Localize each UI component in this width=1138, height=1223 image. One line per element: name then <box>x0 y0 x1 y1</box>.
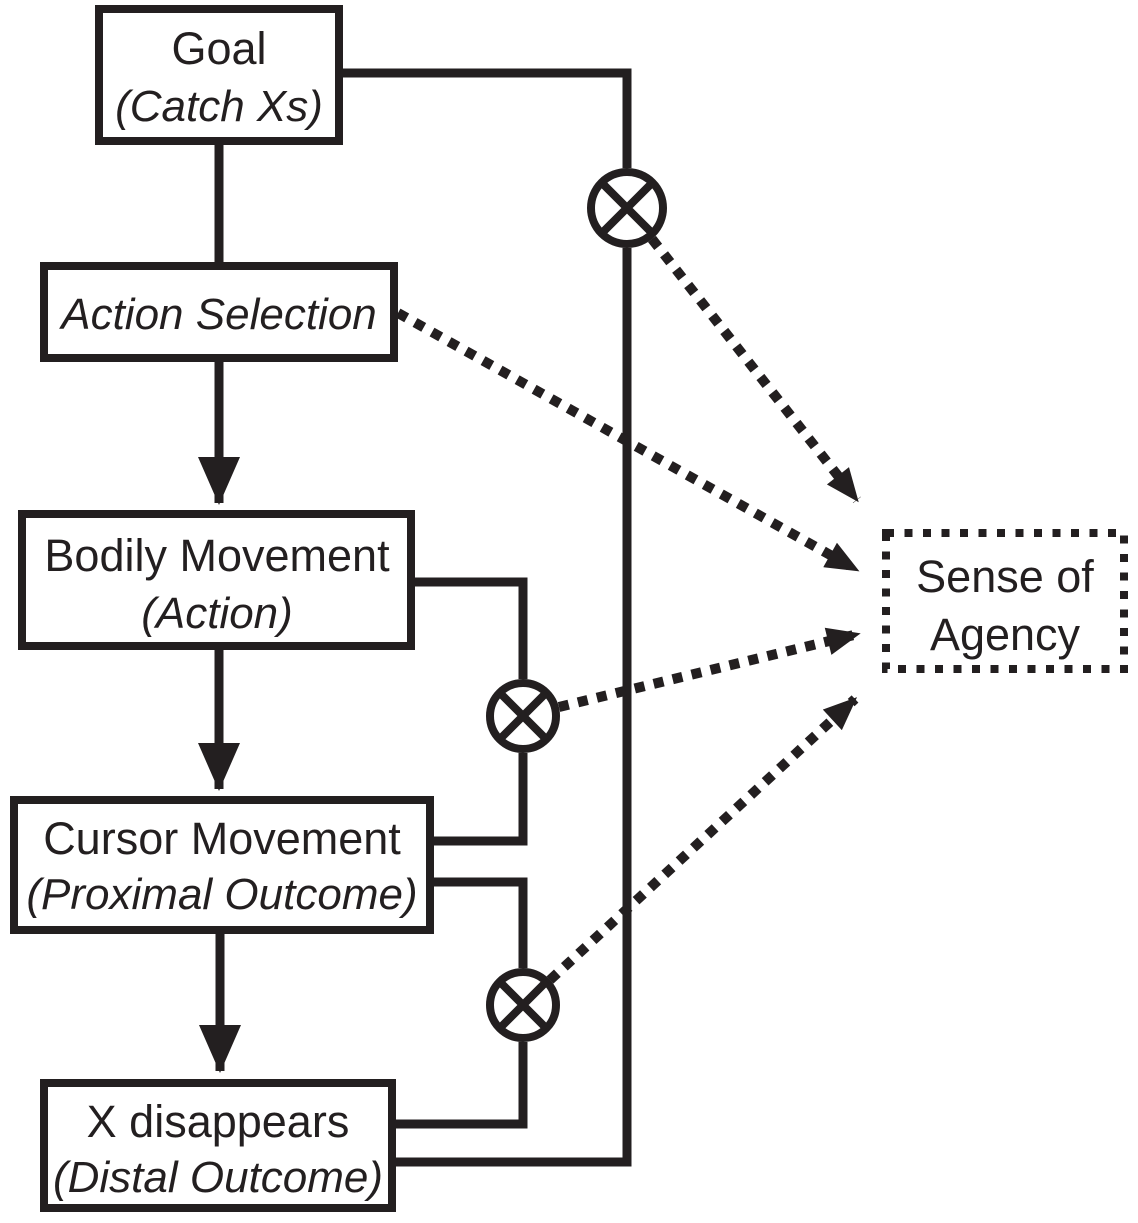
sense-of-agency-box <box>882 529 1128 673</box>
edge-comparator2-to-cursor <box>434 753 528 846</box>
edge-comparator3-to-xdisappears <box>396 1042 528 1129</box>
comparator-x-icon <box>496 978 550 1032</box>
sense-of-agency-label-line2: Agency <box>930 609 1081 660</box>
action-selection-box <box>40 262 398 362</box>
edge-comparator1-to-xdisappears <box>396 248 632 1167</box>
cursor-movement-label: Cursor Movement <box>43 813 401 864</box>
dotted-arrow-comparator2-to-soa <box>557 627 861 712</box>
cursor-movement-box <box>10 796 434 934</box>
comparator-proximal-distal-icon <box>486 968 560 1042</box>
cursor-movement-sublabel: (Proximal Outcome) <box>26 870 417 919</box>
node-sense-of-agency: Sense of Agency <box>882 529 1128 673</box>
goal-box <box>95 5 343 145</box>
bodily-movement-label: Bodily Movement <box>44 530 390 581</box>
solid-connectors <box>198 68 632 1167</box>
bodily-movement-box <box>18 510 415 650</box>
comparator-goal-distal-icon <box>587 168 667 248</box>
node-cursor-movement: Cursor Movement (Proximal Outcome) <box>10 796 434 934</box>
dotted-arrow-comparator3-to-soa <box>546 695 859 984</box>
dotted-arrows <box>395 235 861 984</box>
bodily-movement-sublabel: (Action) <box>141 589 293 638</box>
x-disappears-box <box>40 1079 396 1212</box>
node-x-disappears: X disappears (Distal Outcome) <box>40 1079 396 1212</box>
edge-bodily-to-comparator2 <box>415 577 528 679</box>
x-disappears-label: X disappears <box>87 1096 350 1147</box>
node-goal: Goal (Catch Xs) <box>95 5 343 145</box>
edge-cursor-to-comparator3 <box>434 877 528 968</box>
sense-of-agency-label-line1: Sense of <box>916 551 1094 602</box>
dotted-arrow-action-to-soa <box>395 308 860 575</box>
x-disappears-sublabel: (Distal Outcome) <box>53 1153 383 1202</box>
goal-sublabel: (Catch Xs) <box>115 82 323 131</box>
node-action-selection: Action Selection <box>40 262 398 362</box>
goal-label: Goal <box>171 23 266 74</box>
comparator-action-proximal-icon <box>486 679 560 753</box>
dotted-arrow-comparator1-to-soa <box>648 235 861 504</box>
node-bodily-movement: Bodily Movement (Action) <box>18 510 415 650</box>
edge-goal-to-comparator1 <box>343 68 632 168</box>
action-selection-label: Action Selection <box>58 290 377 339</box>
comparator-x-icon <box>598 179 656 237</box>
comparator-x-icon <box>496 689 550 743</box>
